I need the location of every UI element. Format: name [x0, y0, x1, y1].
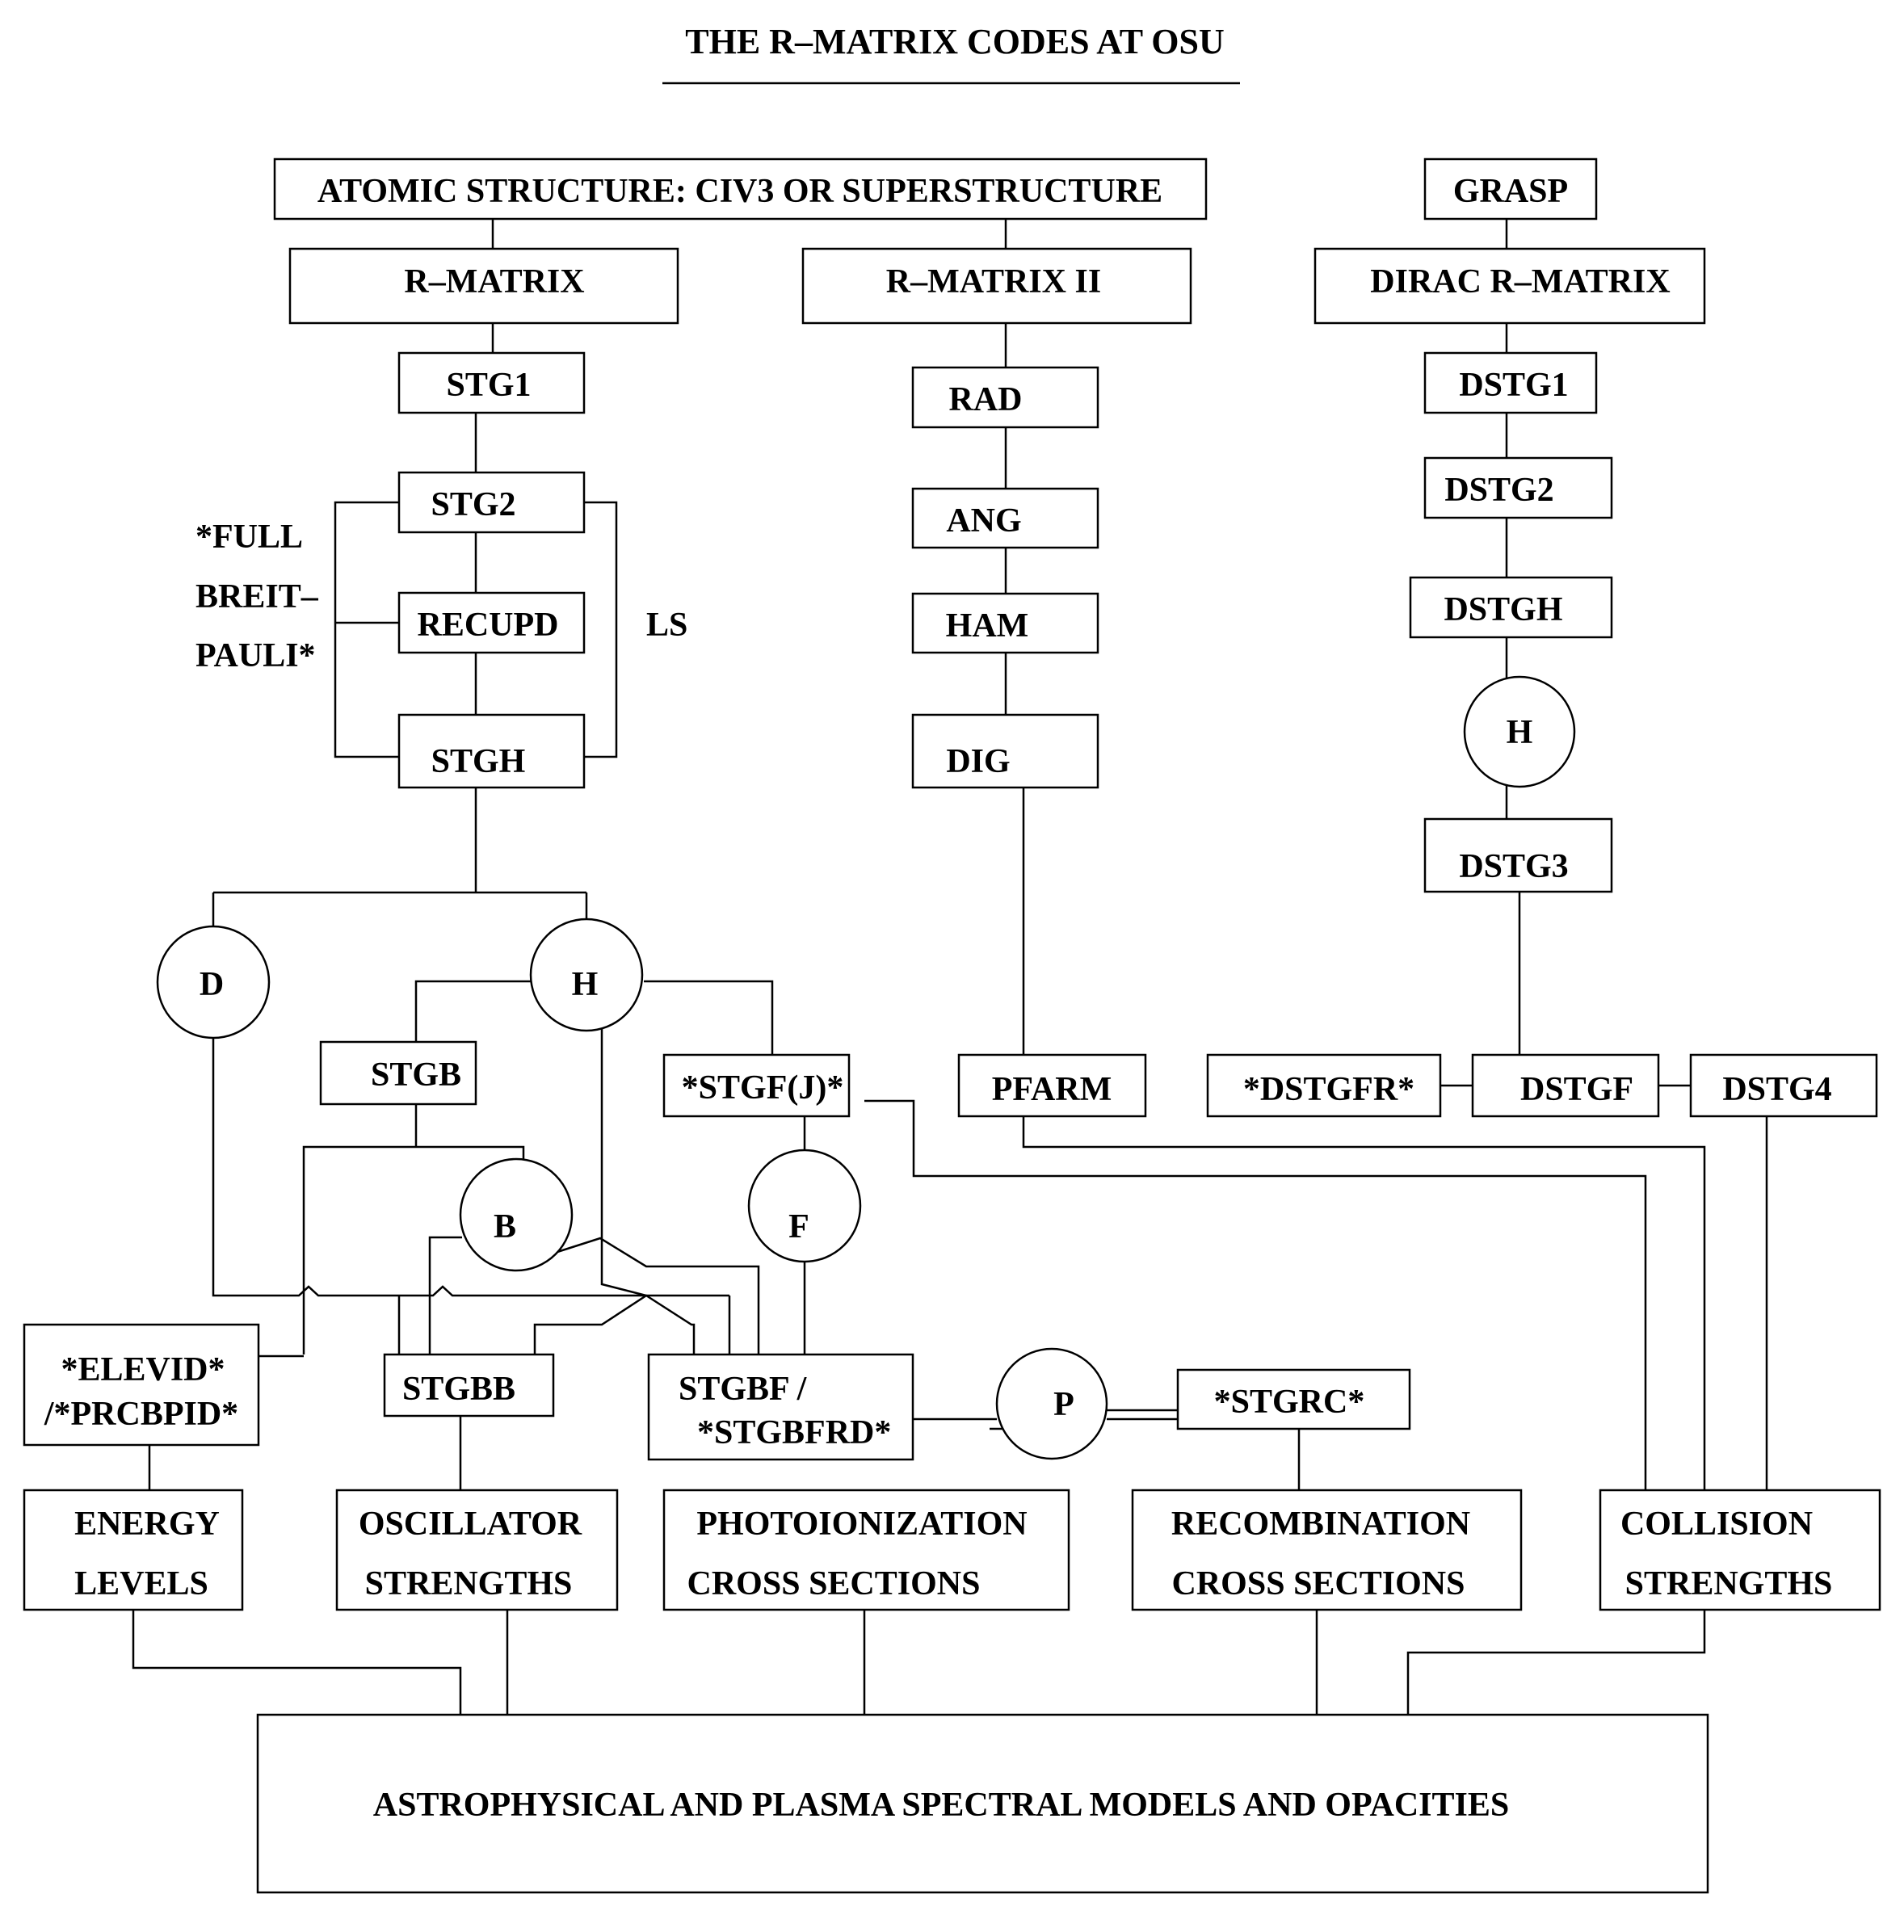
stgh-label: STGH — [431, 743, 526, 780]
box-stgbb: STGBB — [383, 1353, 555, 1418]
stgbf-label-line2: *STGBFRD* — [697, 1414, 891, 1451]
dirac-r-matrix-label: DIRAC R–MATRIX — [1370, 263, 1670, 300]
breit-pauli-label-line1: *FULL — [195, 519, 303, 556]
stgb-label: STGB — [371, 1056, 461, 1094]
stgbb-label: STGBB — [402, 1371, 515, 1408]
breit-pauli-label-line3: PAULI* — [195, 637, 316, 674]
elevid-label-line2: /*PRCBPID* — [44, 1396, 238, 1433]
box-recupd: RECUPD — [397, 591, 586, 654]
box-recombination: RECOMBINATION CROSS SECTIONS — [1131, 1489, 1523, 1611]
circle-p-label: P — [1053, 1386, 1074, 1423]
box-stgf-j: *STGF(J)* — [662, 1053, 851, 1118]
recombination-line1: RECOMBINATION — [1171, 1506, 1470, 1543]
box-dstg3: DSTG3 — [1423, 817, 1613, 893]
circle-h-main-label: H — [572, 966, 599, 1003]
stgf-j-label: *STGF(J)* — [682, 1069, 844, 1107]
box-astrophysical-models: ASTROPHYSICAL AND PLASMA SPECTRAL MODELS… — [256, 1713, 1709, 1894]
circle-h-main: H — [529, 918, 644, 1032]
box-stg1: STG1 — [397, 351, 586, 414]
box-atomic-structure: ATOMIC STRUCTURE: CIV3 OR SUPERSTRUCTURE — [273, 158, 1208, 220]
box-grasp: GRASP — [1423, 158, 1598, 220]
circle-h-dirac-label: H — [1507, 714, 1533, 751]
stg2-label: STG2 — [431, 486, 515, 523]
box-dstgf: DSTGF — [1471, 1053, 1660, 1118]
dstgf-label: DSTGF — [1520, 1071, 1633, 1108]
circle-h-dirac: H — [1463, 675, 1576, 788]
box-dig: DIG — [911, 713, 1099, 789]
box-dstgfr: *DSTGFR* — [1206, 1053, 1442, 1118]
box-elevid: *ELEVID* /*PRCBPID* — [23, 1323, 260, 1447]
box-stgbf: STGBF / *STGBFRD* — [647, 1353, 914, 1461]
circle-b-label: B — [494, 1208, 516, 1245]
dstg3-label: DSTG3 — [1459, 848, 1568, 885]
collision-strengths-line2: STRENGTHS — [1625, 1565, 1833, 1602]
box-dstgh: DSTGH — [1409, 576, 1613, 639]
recombination-line2: CROSS SECTIONS — [1172, 1565, 1465, 1602]
box-stgb: STGB — [319, 1040, 477, 1106]
dstg2-label: DSTG2 — [1444, 472, 1553, 509]
energy-levels-line2: LEVELS — [74, 1565, 208, 1602]
ham-label: HAM — [946, 607, 1029, 645]
box-r-matrix-ii: R–MATRIX II — [801, 247, 1192, 325]
box-dstg4: DSTG4 — [1689, 1053, 1878, 1118]
box-energy-levels: ENERGY LEVELS — [23, 1489, 244, 1611]
collision-strengths-line1: COLLISION — [1620, 1506, 1813, 1543]
box-collision-strengths: COLLISION STRENGTHS — [1599, 1489, 1881, 1611]
box-stgh: STGH — [397, 713, 586, 789]
dstgfr-label: *DSTGFR* — [1243, 1071, 1414, 1108]
box-dirac-r-matrix: DIRAC R–MATRIX — [1313, 247, 1706, 325]
box-stg2: STG2 — [397, 471, 586, 534]
box-rad: RAD — [911, 366, 1099, 429]
circle-d: D — [156, 925, 271, 1040]
pfarm-label: PFARM — [992, 1071, 1112, 1108]
r-matrix-ii-label: R–MATRIX II — [886, 263, 1101, 300]
diagram-title: THE R–MATRIX CODES AT OSU — [685, 22, 1224, 61]
breit-pauli-label-line2: BREIT– — [195, 578, 319, 615]
dstg1-label: DSTG1 — [1459, 367, 1568, 404]
stgbf-label-line1: STGBF / — [679, 1371, 808, 1408]
box-dstg2: DSTG2 — [1423, 456, 1613, 519]
circle-f: F — [747, 1149, 862, 1263]
connectors — [132, 219, 1768, 1715]
ls-label: LS — [646, 607, 687, 644]
recupd-label: RECUPD — [418, 607, 559, 644]
oscillator-strengths-line2: STRENGTHS — [365, 1565, 573, 1602]
atomic-structure-label: ATOMIC STRUCTURE: CIV3 OR SUPERSTRUCTURE — [317, 173, 1162, 210]
box-pfarm: PFARM — [957, 1053, 1147, 1118]
circle-b: B — [459, 1157, 574, 1272]
stg1-label: STG1 — [446, 367, 531, 404]
rad-label: RAD — [949, 381, 1023, 418]
oscillator-strengths-line1: OSCILLATOR — [359, 1506, 582, 1543]
box-stgrc: *STGRC* — [1176, 1368, 1411, 1430]
dstg4-label: DSTG4 — [1722, 1071, 1831, 1108]
elevid-label-line1: *ELEVID* — [61, 1351, 225, 1388]
box-dstg1: DSTG1 — [1423, 351, 1598, 414]
energy-levels-line1: ENERGY — [74, 1506, 220, 1543]
box-ham: HAM — [911, 592, 1099, 654]
grasp-label: GRASP — [1453, 173, 1568, 210]
r-matrix-label: R–MATRIX — [404, 263, 584, 300]
astrophysical-models-label: ASTROPHYSICAL AND PLASMA SPECTRAL MODELS… — [373, 1787, 1510, 1824]
box-photoionization: PHOTOIONIZATION CROSS SECTIONS — [662, 1489, 1070, 1611]
circle-d-label: D — [200, 966, 224, 1003]
circle-p: P — [995, 1347, 1108, 1460]
circle-f-label: F — [788, 1208, 809, 1245]
photoionization-line1: PHOTOIONIZATION — [696, 1506, 1027, 1543]
box-oscillator-strengths: OSCILLATOR STRENGTHS — [335, 1489, 619, 1611]
box-r-matrix: R–MATRIX — [288, 247, 679, 325]
ang-label: ANG — [946, 502, 1021, 540]
dstgh-label: DSTGH — [1444, 591, 1562, 628]
box-ang: ANG — [911, 487, 1099, 549]
stgrc-label: *STGRC* — [1214, 1384, 1365, 1421]
dig-label: DIG — [946, 743, 1010, 780]
photoionization-line2: CROSS SECTIONS — [687, 1565, 981, 1602]
